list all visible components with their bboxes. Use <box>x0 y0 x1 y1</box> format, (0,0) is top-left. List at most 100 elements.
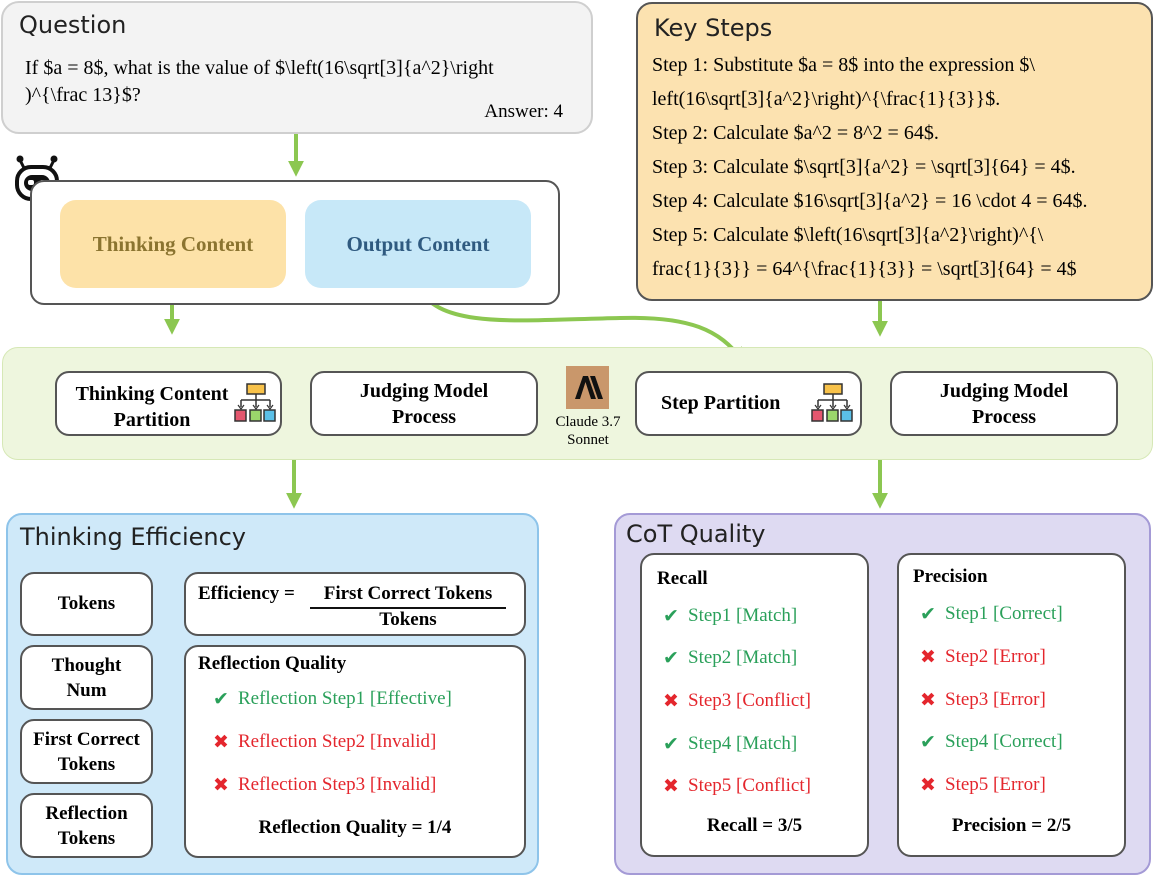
key-steps-panel: Key Steps Step 1: Substitute $a = 8$ int… <box>636 2 1153 301</box>
efficiency-label: Efficiency = <box>198 583 295 604</box>
thinking-efficiency-title: Thinking Efficiency <box>20 523 246 551</box>
precision-item-text: Step1 [Correct] <box>945 603 1063 624</box>
recall-item: ✖ Step5 [Conflict] <box>660 775 811 797</box>
precision-item-text: Step5 [Error] <box>945 774 1046 795</box>
metric-label: Tokens <box>57 593 116 614</box>
step-partition-box: Step Partition <box>635 371 862 436</box>
check-icon: ✔ <box>920 731 936 753</box>
metric-thought-num: Thought Num <box>20 645 153 710</box>
recall-item-text: Step3 [Conflict] <box>688 690 811 711</box>
recall-item: ✖ Step3 [Conflict] <box>660 690 811 712</box>
judging-model-process-left: Judging Model Process <box>310 371 538 436</box>
claude-label-line-2: Sonnet <box>567 432 609 448</box>
claude-label-line-1: Claude 3.7 <box>555 414 621 430</box>
cross-icon: ✖ <box>663 690 679 712</box>
question-answer: Answer: 4 <box>484 101 563 122</box>
check-icon: ✔ <box>663 733 679 755</box>
metric-tokens: Tokens <box>20 572 153 636</box>
thinking-partition-line-1: Thinking Content <box>75 383 229 405</box>
metric-label: First Correct <box>33 728 140 750</box>
efficiency-denominator: Tokens <box>379 609 437 630</box>
recall-title: Recall <box>657 568 708 589</box>
key-step-line: Step 1: Substitute $a = 8$ into the expr… <box>652 54 1035 76</box>
claude-label: Claude 3.7 Sonnet <box>548 413 628 449</box>
reflection-item: ✖ Reflection Step2 [Invalid] <box>210 731 436 753</box>
precision-item-text: Step4 [Correct] <box>945 731 1063 752</box>
recall-item-text: Step1 [Match] <box>688 605 798 626</box>
model-panel: Thinking Content Output Content <box>30 180 560 305</box>
cross-icon: ✖ <box>213 731 229 753</box>
cross-icon: ✖ <box>213 774 229 796</box>
precision-item: ✖ Step2 [Error] <box>917 646 1046 668</box>
reflection-item-text: Reflection Step1 [Effective] <box>238 688 452 709</box>
recall-item: ✔ Step1 [Match] <box>660 605 797 627</box>
precision-item: ✖ Step5 [Error] <box>917 774 1046 796</box>
recall-item-text: Step2 [Match] <box>688 647 798 668</box>
metric-label: Tokens <box>57 753 116 775</box>
efficiency-formula-box: Efficiency = First Correct Tokens Tokens <box>184 572 526 636</box>
step-partition-label: Step Partition <box>661 392 781 414</box>
judging-left-line-1: Judging Model <box>359 379 489 402</box>
metric-reflection-tokens: Reflection Tokens <box>20 793 153 858</box>
reflection-quality-box: Reflection Quality ✔ Reflection Step1 [E… <box>184 645 526 858</box>
cross-icon: ✖ <box>920 689 936 711</box>
reflection-quality-result: Reflection Quality = 1/4 <box>258 817 452 838</box>
metric-first-correct-tokens: First Correct Tokens <box>20 719 153 784</box>
fraction-bar <box>310 607 506 609</box>
key-step-line: frac{1}{3}} = 64^{\frac{1}{3}} = \sqrt[3… <box>652 258 1077 280</box>
thinking-content-box: Thinking Content <box>60 200 286 288</box>
cross-icon: ✖ <box>663 775 679 797</box>
reflection-item: ✖ Reflection Step3 [Invalid] <box>210 774 436 796</box>
thinking-content-partition-box: Thinking Content Partition <box>55 371 282 436</box>
judging-left-line-2: Process <box>391 405 457 428</box>
reflection-item-text: Reflection Step3 [Invalid] <box>238 774 437 795</box>
metric-label: Tokens <box>57 827 116 849</box>
key-step-line: Step 3: Calculate $\sqrt[3]{a^2} = \sqrt… <box>652 156 1076 178</box>
check-icon: ✔ <box>213 688 229 710</box>
partition-icon <box>811 383 853 422</box>
key-step-line: Step 2: Calculate $a^2 = 8^2 = 64$. <box>652 122 939 144</box>
output-content-box: Output Content <box>305 200 531 288</box>
key-steps-title: Key Steps <box>654 14 773 42</box>
arrow-output-to-step-partition <box>416 286 745 364</box>
metric-label: Thought <box>51 654 122 676</box>
judging-right-line-2: Process <box>971 405 1037 428</box>
question-title: Question <box>19 11 127 39</box>
check-icon: ✔ <box>663 605 679 627</box>
check-icon: ✔ <box>663 647 679 669</box>
metric-label: Num <box>66 679 107 701</box>
recall-item-text: Step5 [Conflict] <box>688 775 811 796</box>
precision-item: ✖ Step3 [Error] <box>917 689 1046 711</box>
judging-right-line-1: Judging Model <box>939 379 1069 402</box>
question-line-2: )^{\frac 13}$? <box>25 84 141 106</box>
precision-title: Precision <box>913 566 988 587</box>
question-line-1: If $a = 8$, what is the value of $\left(… <box>25 57 494 79</box>
thinking-efficiency-panel: Thinking Efficiency Tokens Thought Num F… <box>6 513 539 875</box>
precision-result: Precision = 2/5 <box>951 815 1072 836</box>
judging-model-process-right: Judging Model Process <box>890 371 1118 436</box>
key-steps-list: Step 1: Substitute $a = 8$ into the expr… <box>652 48 1088 286</box>
cross-icon: ✖ <box>920 774 936 796</box>
claude-logo <box>566 366 609 409</box>
key-step-line: left(16\sqrt[3]{a^2}\right)^{\frac{1}{3}… <box>652 88 1001 110</box>
recall-box: Recall ✔ Step1 [Match] ✔ Step2 [Match] ✖… <box>640 553 869 857</box>
reflection-item-text: Reflection Step2 [Invalid] <box>238 731 437 752</box>
cross-icon: ✖ <box>920 646 936 668</box>
check-icon: ✔ <box>920 603 936 625</box>
cot-quality-title: CoT Quality <box>626 520 766 548</box>
reflection-quality-title: Reflection Quality <box>198 653 347 674</box>
recall-result: Recall = 3/5 <box>706 815 803 836</box>
reflection-item: ✔ Reflection Step1 [Effective] <box>210 688 452 710</box>
cot-quality-panel: CoT Quality Recall ✔ Step1 [Match] ✔ Ste… <box>614 513 1151 875</box>
partition-icon <box>234 383 276 422</box>
recall-item: ✔ Step2 [Match] <box>660 647 797 669</box>
thinking-partition-label: Thinking Content Partition <box>69 381 235 433</box>
key-step-line: Step 4: Calculate $16\sqrt[3]{a^2} = 16 … <box>652 190 1088 212</box>
precision-box: Precision ✔ Step1 [Correct] ✖ Step2 [Err… <box>897 553 1126 857</box>
precision-item: ✔ Step4 [Correct] <box>917 731 1063 753</box>
recall-item: ✔ Step4 [Match] <box>660 733 797 755</box>
recall-item-text: Step4 [Match] <box>688 733 798 754</box>
precision-item-text: Step2 [Error] <box>945 646 1046 667</box>
question-panel: Question If $a = 8$, what is the value o… <box>1 1 593 134</box>
metric-label: Reflection <box>45 802 128 824</box>
